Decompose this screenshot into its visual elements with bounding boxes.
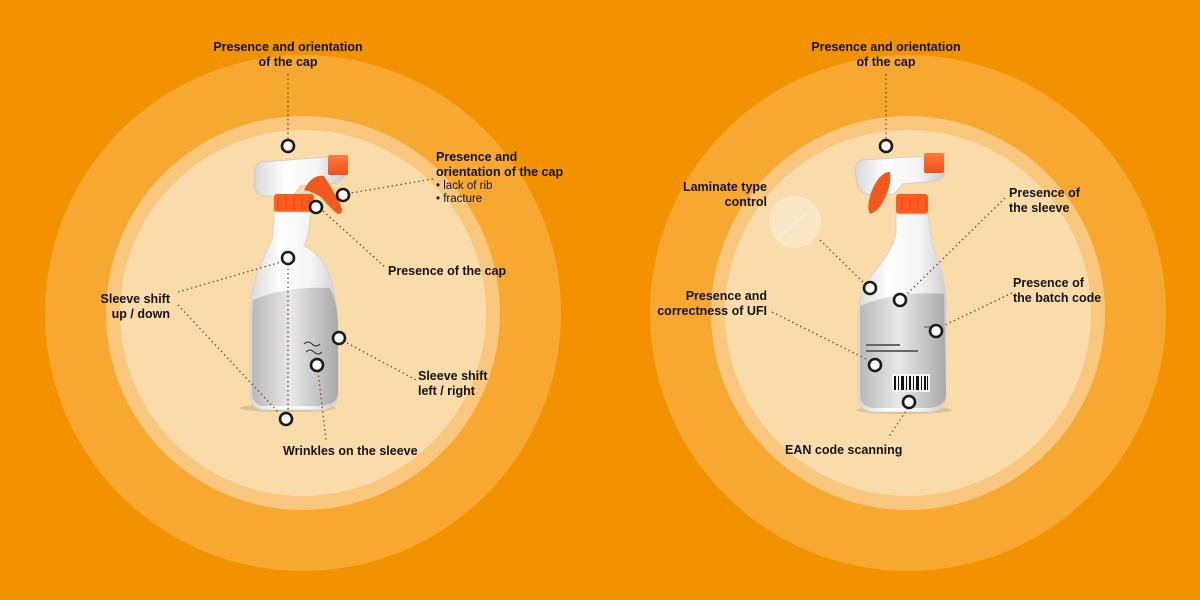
label-line: the batch code <box>1013 291 1102 305</box>
label-line: Presence and orientation <box>213 40 363 54</box>
label-line: control <box>724 195 767 209</box>
label-line: Presence and <box>685 289 767 303</box>
label-ean: EAN code scanning <box>785 443 903 457</box>
label-line: Presence of <box>1009 186 1080 200</box>
label-line: Presence and orientation <box>811 40 961 54</box>
label-left-top-cap: Presence and orientation of the cap <box>195 40 381 70</box>
label-cap-orientation: Presence and orientation of the cap • la… <box>436 150 563 206</box>
label-line: Laminate type <box>682 180 767 194</box>
label-line: Sleeve shift <box>418 369 488 383</box>
label-bullet: • fracture <box>436 193 483 205</box>
label-sleeve-leftright: Sleeve shift left / right <box>418 369 487 399</box>
label-laminate: Laminate type control <box>650 180 767 210</box>
barcode <box>892 374 930 392</box>
label-right-top-cap: Presence and orientation of the cap <box>793 40 979 70</box>
label-sleeve-presence: Presence of the sleeve <box>1009 186 1080 216</box>
right-markers <box>862 138 944 410</box>
left-markers <box>278 138 351 427</box>
label-wrinkles: Wrinkles on the sleeve <box>283 444 418 458</box>
label-line: left / right <box>418 384 475 398</box>
left-leader-lines <box>177 74 434 441</box>
label-bullet: • lack of rib <box>436 180 493 192</box>
laminate-sample <box>769 196 821 248</box>
right-leader-lines <box>771 74 1013 439</box>
label-line: Presence of <box>1013 276 1084 290</box>
label-line: Sleeve shift <box>100 292 170 306</box>
label-line: up / down <box>111 307 170 321</box>
label-ufi: Presence and correctness of UFI <box>640 289 767 319</box>
label-batch-code: Presence of the batch code <box>1013 276 1101 306</box>
label-presence-cap: Presence of the cap <box>388 264 507 278</box>
label-line: correctness of UFI <box>657 304 767 318</box>
label-line: of the cap <box>856 55 916 69</box>
label-line: orientation of the cap <box>436 165 564 179</box>
label-line: the sleeve <box>1009 201 1070 215</box>
label-line: Presence and <box>436 150 518 164</box>
label-line: of the cap <box>258 55 318 69</box>
label-sleeve-updown: Sleeve shift up / down <box>70 292 170 322</box>
